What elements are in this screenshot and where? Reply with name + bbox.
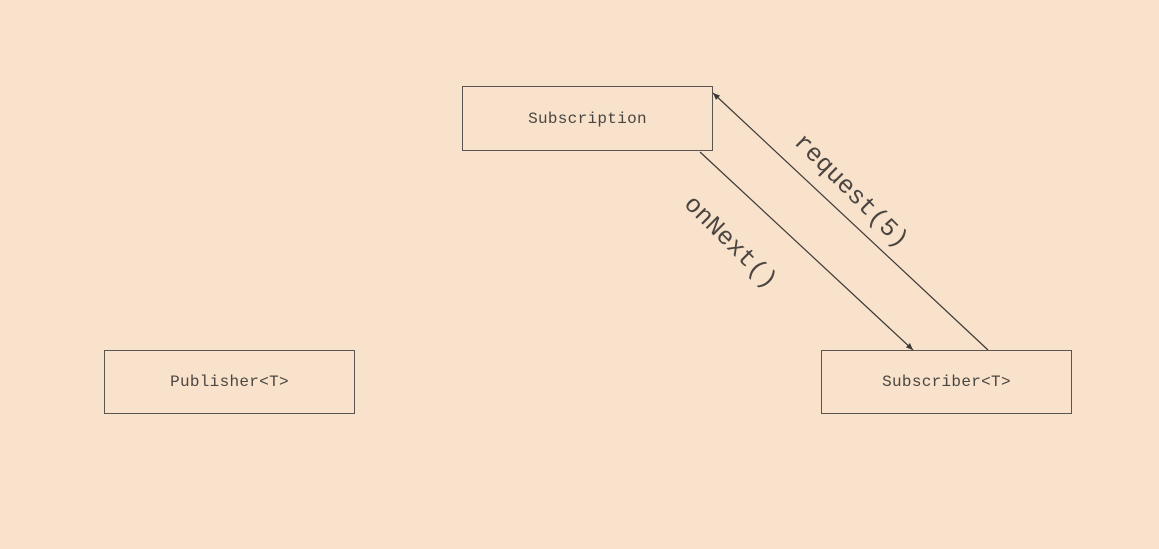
publisher-label: Publisher<T> <box>170 373 289 391</box>
publisher-box: Publisher<T> <box>104 350 355 414</box>
onnext-arrow <box>699 151 914 351</box>
subscription-label: Subscription <box>528 109 647 128</box>
request-arrow <box>712 92 989 351</box>
subscriber-box: Subscriber<T> <box>821 350 1072 414</box>
subscription-box: Subscription <box>462 86 713 151</box>
subscriber-label: Subscriber<T> <box>882 373 1011 391</box>
